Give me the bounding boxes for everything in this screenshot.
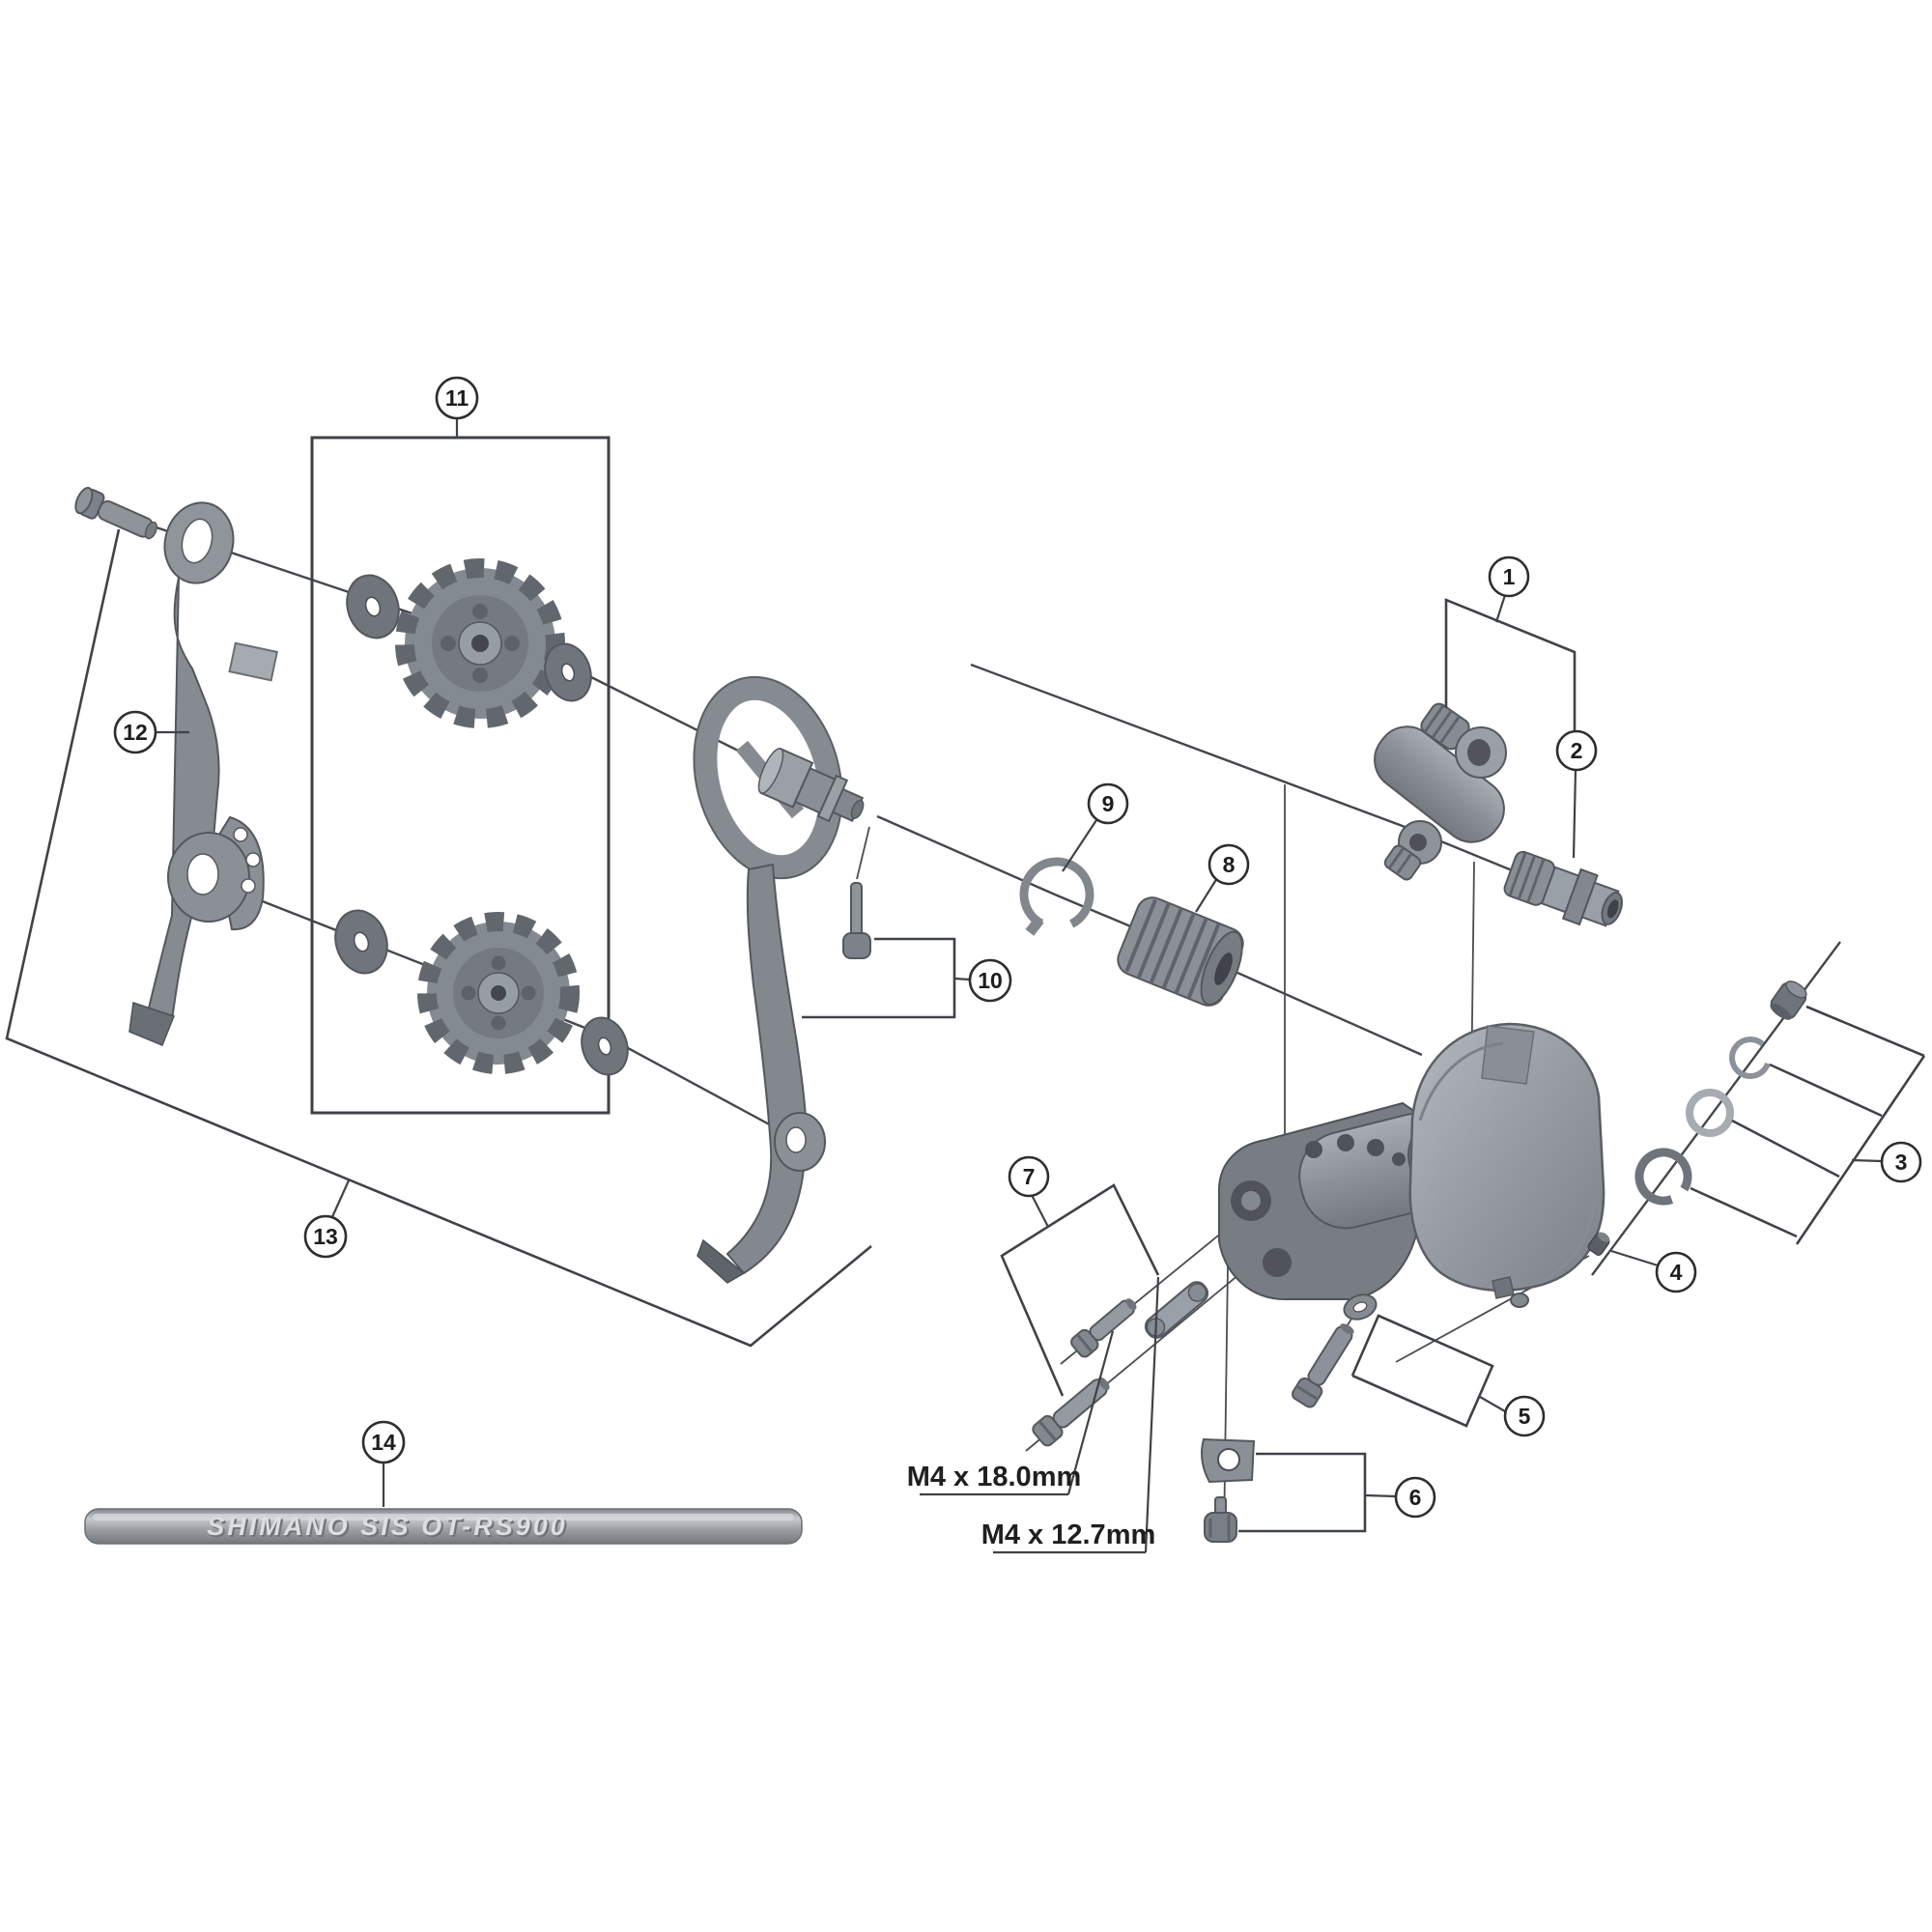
svg-text:4: 4: [1670, 1260, 1683, 1285]
svg-text:11: 11: [445, 385, 469, 411]
svg-text:3: 3: [1895, 1150, 1908, 1175]
axis-lines: [144, 522, 1841, 1539]
plate-tab: [228, 641, 279, 682]
cable-fixing-set: [1201, 1437, 1256, 1543]
cage-stopper-bolt: [74, 487, 157, 540]
callout-6: 6: [1394, 1476, 1436, 1519]
pulley-washers: [334, 574, 629, 1076]
cable-fixing-bolt: [1204, 1496, 1237, 1543]
stroke-adjust-plug: [1587, 1232, 1610, 1256]
svg-text:10: 10: [978, 968, 1003, 993]
svg-text:5: 5: [1519, 1404, 1531, 1429]
dimension-label-18mm: M4 x 18.0mm: [907, 1462, 1082, 1492]
callout-8: 8: [1208, 843, 1250, 886]
callout-12: 12: [113, 710, 157, 754]
callout-14: 14: [361, 1420, 406, 1464]
callout-13: 13: [303, 1214, 348, 1259]
outer-cage-plate: [693, 675, 871, 1284]
callout-3: 3: [1880, 1141, 1922, 1183]
bracket-fixing-bolts: [1032, 1281, 1209, 1447]
callout-11: 11: [435, 376, 479, 420]
callout-7: 7: [1008, 1155, 1050, 1198]
callout-5: 5: [1503, 1395, 1546, 1437]
link-plate: [1144, 1281, 1209, 1339]
dimension-label-12.7mm: M4 x 12.7mm: [981, 1520, 1156, 1550]
cage-axle: [757, 747, 865, 823]
svg-text:1: 1: [1503, 564, 1516, 589]
callout-4: 4: [1655, 1251, 1697, 1293]
guide-pulley: [395, 558, 565, 728]
inner-cage-plate: [128, 501, 279, 1046]
svg-text:6: 6: [1409, 1485, 1422, 1510]
b-adjust-bolt: [1292, 1293, 1378, 1408]
adjust-hardware-set: [1634, 980, 1807, 1206]
threaded-bushing: [1117, 896, 1244, 1007]
svg-text:8: 8: [1223, 852, 1236, 877]
tension-pulley: [417, 912, 580, 1074]
set-bolt: [1770, 980, 1807, 1020]
snap-ring: [1019, 857, 1094, 936]
svg-text:9: 9: [1102, 791, 1115, 816]
cable-adjusting-barrel: [1503, 850, 1624, 927]
cable-marking: SHIMANO SIS OT-RS900: [207, 1512, 568, 1541]
plate-assembly-bracket-13: [5, 528, 872, 1348]
svg-text:12: 12: [123, 720, 148, 745]
svg-text:13: 13: [313, 1224, 338, 1249]
svg-text:2: 2: [1571, 738, 1583, 763]
cable-marking-shadow: SHIMANO SIS OT-RS900: [209, 1514, 570, 1543]
svg-text:7: 7: [1023, 1164, 1036, 1189]
derailleur-body: [1218, 1022, 1605, 1308]
pulley-set-group-box: [310, 436, 611, 1115]
cage-pivot-bolt: [842, 882, 871, 959]
callout-1: 1: [1488, 555, 1530, 598]
callout-10: 10: [968, 958, 1012, 1003]
bracket-axle-unit: [1374, 702, 1507, 881]
shift-cable-casing: SHIMANO SIS OT-RS900 SHIMANO SIS OT-RS90…: [84, 1508, 803, 1545]
callout-leaders: [155, 417, 1926, 1554]
callout-2: 2: [1555, 729, 1598, 772]
callout-9: 9: [1087, 782, 1129, 825]
svg-text:14: 14: [371, 1430, 396, 1455]
